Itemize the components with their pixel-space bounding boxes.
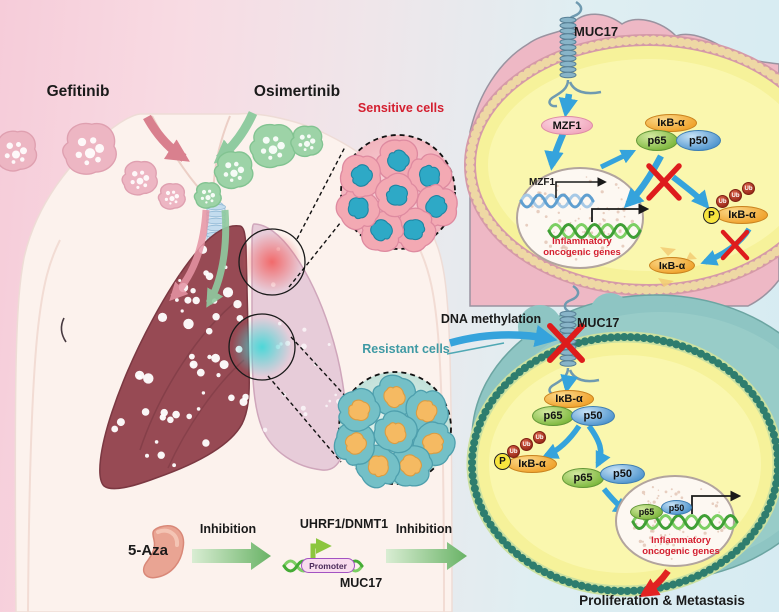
arrow-to-phospho-ikba [541, 424, 582, 459]
osimertinib-label: Osimertinib [253, 83, 341, 100]
ubiquitin-icon: Ub [742, 182, 755, 195]
green-drug-cloud [193, 182, 222, 209]
resistant-label-connector [446, 342, 505, 355]
pink-drug-cloud [157, 183, 186, 210]
promoter-box: Promoter [301, 558, 355, 573]
arrow-dna-methylation [448, 324, 558, 348]
inhibition-label-2: Inhibition [395, 522, 453, 536]
callout-connectors [267, 146, 349, 463]
gefitinib-label: Gefitinib [46, 83, 110, 100]
sensitive-cells-callout [335, 134, 458, 253]
ubiquitin-icon: Ub [520, 438, 533, 451]
nuclear-p50: p50 [661, 500, 692, 515]
inflammatory-genes-line2: oncogenic genes [543, 247, 621, 258]
arrow-receptor-to-complex [560, 373, 579, 394]
tumor-cell [333, 422, 376, 466]
phospho-icon: P [703, 207, 720, 224]
p65-subunit: p65 [532, 406, 574, 426]
phospho-ikba: IκB-α [716, 206, 768, 224]
green-drug-cloud [213, 151, 254, 190]
nuclear-p65: p65 [630, 504, 663, 520]
dna-methylation-label: DNA methylation [440, 312, 542, 326]
green-drug-cloud [249, 123, 296, 169]
ubiquitin-icon: Ub [729, 189, 742, 202]
right-lung [228, 223, 347, 471]
phospho-icon: P [494, 453, 511, 470]
nucleus [516, 167, 644, 269]
sensitive-cells-label: Sensitive cells [357, 101, 445, 115]
gefitinib-arrow [169, 209, 210, 301]
cell-membrane [468, 333, 779, 595]
green-drug-cloud [290, 125, 324, 158]
arrow-to-free-p65-p50 [586, 424, 611, 469]
mzf1-gene-label: MZF1 [528, 177, 556, 188]
ubiquitin-icon: Ub [716, 195, 729, 208]
uhrf1-dnmt1-label: UHRF1/DNMT1 [299, 517, 389, 531]
transcription-arrow-mzf1 [555, 177, 607, 198]
resistant-cells-callout [333, 371, 456, 489]
osimertinib-arrow [205, 209, 230, 308]
degraded-ikba: IκB-α [649, 257, 695, 274]
red-cross-icon [646, 163, 750, 261]
five-aza-label: 5-Aza [127, 542, 168, 559]
five-aza-drug [142, 525, 185, 579]
outcome-label: Proliferation & Metastasis [579, 593, 745, 608]
arrow-nucleus-to-complex [599, 149, 637, 170]
muc17-label-bottom: MUC17 [577, 316, 620, 330]
sensitive-tumor-region [242, 232, 302, 292]
arrow-muc17-to-mzf1 [558, 93, 578, 118]
inflammatory-genes-line1: Inflammatory [552, 236, 612, 247]
muc17-receptor [548, 0, 602, 108]
red-cross-icon [547, 323, 585, 363]
armpit-line-left [60, 317, 67, 343]
gefitinib-inhale-arrow [143, 114, 190, 162]
ubiquitin-icon: Ub [533, 431, 546, 444]
inflammatory-genes-line1: Inflammatory [651, 535, 711, 546]
resistant-cells-label: Resistant cells [362, 342, 450, 356]
inhibition-arrow-2 [386, 542, 467, 570]
tumor-cell [389, 445, 434, 487]
tumor-cell [339, 154, 382, 198]
pink-drug-cloud [0, 130, 38, 172]
muc17-gene-label: MUC17 [339, 576, 383, 590]
transcription-arrow-genes [691, 490, 742, 514]
inhibition-arrow-1 [192, 542, 271, 570]
inhibition-label-1: Inhibition [199, 522, 257, 536]
ubiquitin-icon: Ub [507, 445, 520, 458]
degradation-fragments [658, 247, 697, 287]
p65-subunit: p65 [636, 130, 678, 151]
tumor-cell [335, 186, 381, 231]
inflammatory-genes-line2: oncogenic genes [642, 546, 720, 557]
p50-subunit: p50 [571, 406, 615, 426]
ikba-protein: IκB-α [645, 114, 697, 132]
mzf1-protein: MZF1 [541, 116, 593, 135]
p50-subunit: p50 [676, 130, 721, 151]
cell-membrane [465, 35, 779, 295]
arrow-mzf1-to-nucleus [544, 132, 566, 171]
transcription-arrow-genes [591, 203, 650, 222]
muc17-label-top: MUC17 [574, 24, 619, 39]
resistant-tumor-region [232, 317, 292, 377]
arrow-complex-to-nucleus-blocked [623, 154, 664, 209]
pink-drug-cloud [121, 160, 158, 196]
sensitive-cell-diagram [464, 0, 779, 307]
tumor-cell [373, 410, 418, 454]
free-p50: p50 [600, 464, 645, 484]
free-p65: p65 [562, 468, 604, 488]
promoter-arrow [310, 537, 332, 560]
pink-drug-cloud [62, 122, 117, 175]
tumor-cell [375, 172, 419, 218]
arrow-to-outcome [639, 569, 671, 598]
tumor-cell [337, 388, 381, 432]
drug-clouds [0, 122, 324, 210]
arrow-complex-to-phospho [671, 174, 710, 210]
